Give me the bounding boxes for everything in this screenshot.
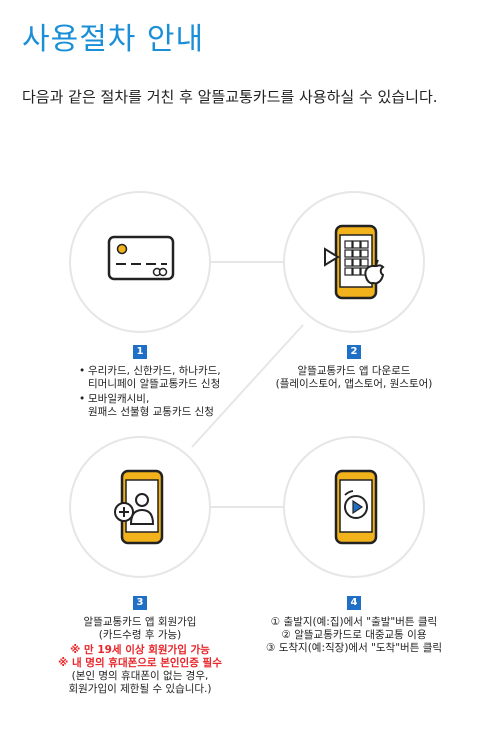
step-3-badge: 3: [133, 596, 147, 610]
identity-verification-note: ※ 내 명의 휴대폰으로 본인인증 필수: [58, 657, 222, 669]
app-store-phone-icon: [324, 224, 385, 300]
step-2-text: 알뜰교통카드 앱 다운로드 (플레이스토어, 앱스토어, 원스토어): [275, 365, 433, 390]
step-1-badge: 1: [133, 345, 147, 359]
step-4-badge: 4: [347, 596, 361, 610]
register-user-phone-icon: [114, 469, 164, 545]
step-2-badge: 2: [347, 345, 361, 359]
step-1-bullet: • 우리카드, 신한카드, 하나카드, 티머니페이 알뜰교통카드 신청: [79, 365, 221, 390]
intro-text: 다음과 같은 절차를 거친 후 알뜰교통카드를 사용하실 수 있습니다.: [22, 88, 438, 106]
step-2-circle: [283, 191, 425, 333]
step-1-text: • 우리카드, 신한카드, 하나카드, 티머니페이 알뜰교통카드 신청 • 모바…: [79, 365, 221, 419]
credit-card-icon: [107, 235, 175, 281]
step-1-bullet: • 모바일캐시비, 원패스 선불형 교통카드 신청: [79, 393, 214, 418]
step-3-circle: [69, 436, 211, 578]
step-1-circle: [69, 191, 211, 333]
play-phone-icon: [334, 469, 378, 545]
page-title: 사용절차 안내: [22, 22, 205, 57]
step-4-text: ① 출발지(예:집)에서 "출발"버튼 클릭 ② 알뜰교통카드로 대중교통 이용…: [265, 616, 443, 654]
step-3-text: 알뜰교통카드 앱 회원가입 (카드수령 후 가능) ※ 만 19세 이상 회원가…: [55, 616, 225, 696]
step-4-circle: [283, 436, 425, 578]
age-requirement-note: ※ 만 19세 이상 회원가입 가능: [70, 644, 210, 656]
